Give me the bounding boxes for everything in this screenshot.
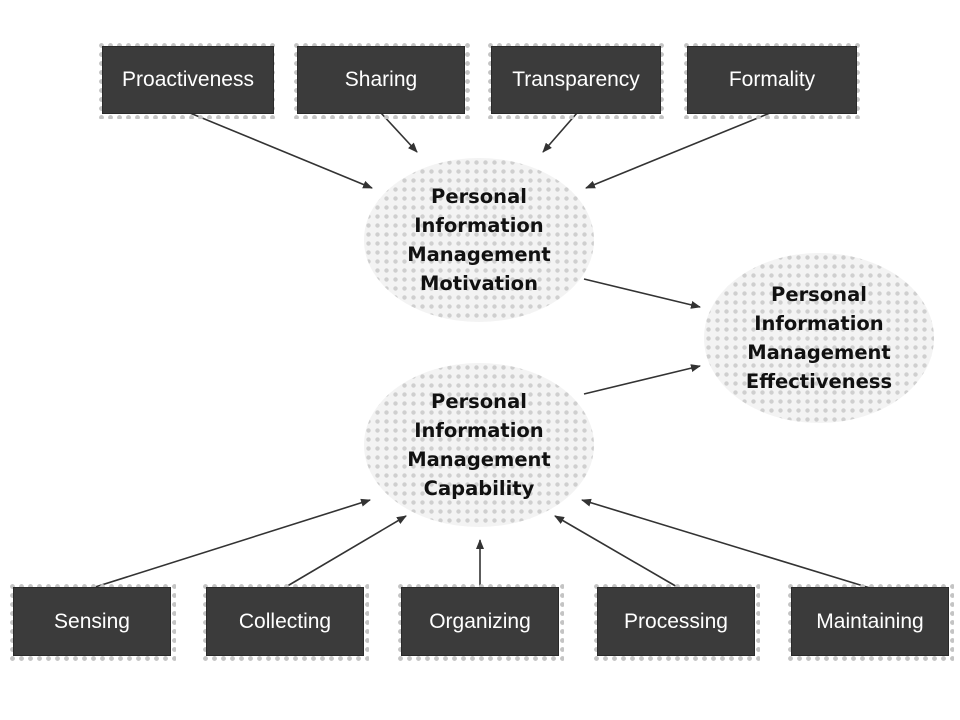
arrow-proactiveness-to-motivation [189,112,373,189]
arrow-collecting-to-capability [283,515,407,589]
factor-label: Sensing [14,588,170,655]
factor-collecting: Collecting [201,582,369,661]
arrow-sensing-to-capability [91,498,371,589]
arrow-sharing-to-motivation [380,112,418,153]
factor-sharing: Sharing [292,41,470,119]
factor-label: Maintaining [792,588,948,655]
construct-capability-label: Personal Information Management Capabili… [407,390,551,500]
factor-label: Transparency [492,47,660,113]
arrow-capability-to-effectiveness [583,364,701,395]
construct-motivation-label: Personal Information Management Motivati… [407,185,551,295]
factor-maintaining: Maintaining [786,582,954,661]
arrow-motivation-to-effectiveness [583,278,701,309]
factor-transparency: Transparency [486,41,666,119]
factor-label: Formality [688,47,856,113]
construct-capability: Personal Information Management Capabili… [364,363,594,527]
arrow-formality-to-motivation [585,112,771,189]
factor-label: Proactiveness [103,47,273,113]
factor-processing: Processing [592,582,760,661]
factor-sensing: Sensing [8,582,176,661]
factor-proactiveness: Proactiveness [97,41,279,119]
construct-effectiveness: Personal Information Management Effectiv… [704,253,934,423]
factor-formality: Formality [682,41,862,119]
arrow-transparency-to-motivation [542,112,578,153]
arrow-processing-to-capability [554,515,680,589]
construct-effectiveness-label: Personal Information Management Effectiv… [745,283,893,393]
factor-label: Organizing [402,588,558,655]
construct-motivation: Personal Information Management Motivati… [364,158,594,322]
factor-label: Processing [598,588,754,655]
factor-label: Sharing [298,47,464,113]
factor-organizing: Organizing [396,582,564,661]
arrow-maintaining-to-capability [581,498,871,589]
factor-label: Collecting [207,588,363,655]
